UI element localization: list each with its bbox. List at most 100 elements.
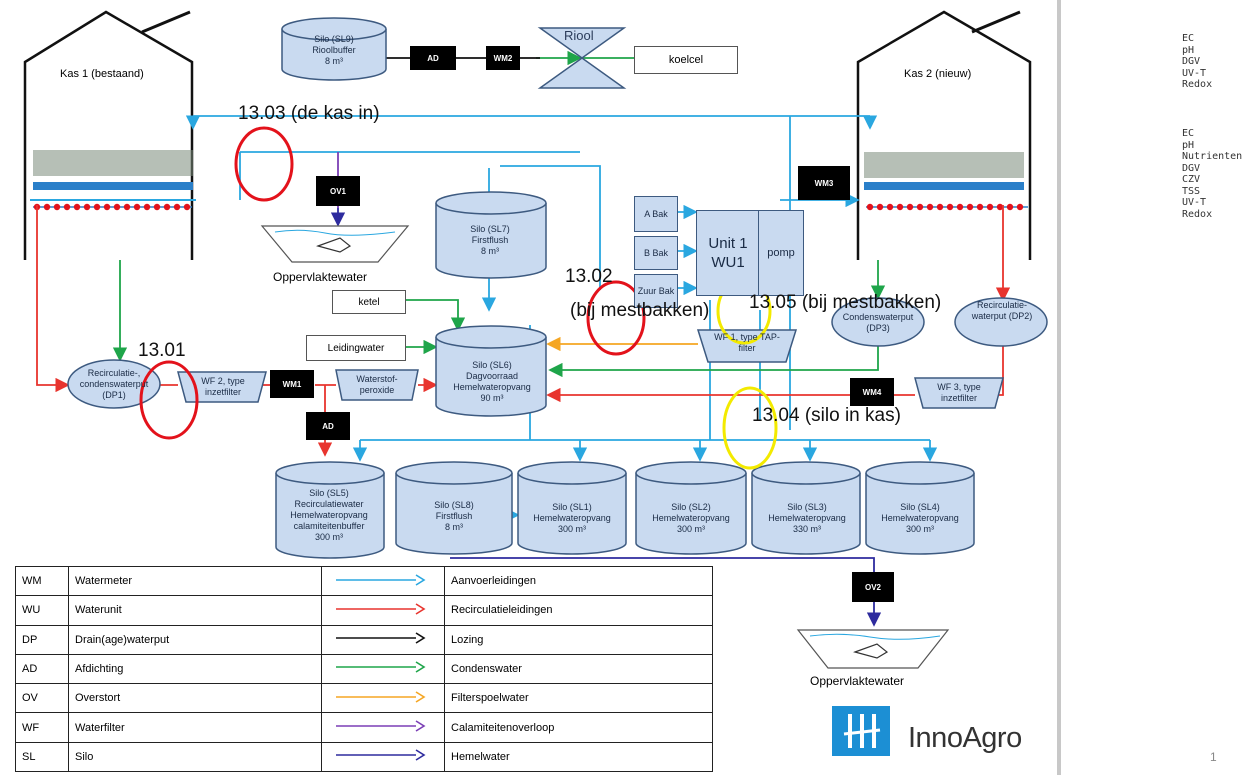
koelcel-box: koelcel — [634, 46, 738, 74]
silo-sl4-line: Hemelwateropvang — [881, 513, 959, 523]
silo-sl6-line: Silo (SL6) — [472, 360, 512, 370]
measure-circle-1303 — [234, 126, 294, 202]
silo-sl6: Silo (SL6) Dagvoorraad Hemelwateropvang … — [440, 360, 544, 404]
wm2-box: WM2 — [486, 46, 520, 70]
silo-sl8-line: Silo (SL8) — [434, 500, 474, 510]
dp2-label: Recirculatie-waterput (DP2) — [971, 300, 1033, 321]
legend-line-type: Aanvoerleidingen — [444, 565, 713, 597]
waterstofperoxide-label: Waterstof-peroxide — [356, 374, 398, 395]
drain-dot — [153, 203, 161, 211]
legend-meaning: Afdichting — [68, 653, 322, 685]
drain-dot — [916, 203, 924, 211]
measure-item: UV-T — [1182, 67, 1207, 79]
silo-sl1-line: Hemelwateropvang — [533, 513, 611, 523]
legend-abbr: WM — [15, 565, 69, 597]
measure-item: DGV — [1182, 162, 1201, 174]
legend-meaning: Waterunit — [68, 595, 322, 626]
silo-sl4-line: 300 m³ — [905, 524, 934, 534]
fish-icon — [853, 643, 889, 659]
silo-sl5-line: 300 m³ — [314, 532, 343, 542]
wf3-label: WF 3, type inzetfilter — [937, 382, 981, 403]
silo-sl7: Silo (SL7) Firstflush 8 m³ — [442, 224, 538, 257]
legend-arrow — [321, 683, 445, 714]
legend-arrow — [321, 595, 445, 626]
legend-arrow-icon — [336, 720, 426, 732]
drain-dots-kas2 — [866, 203, 1028, 211]
drain-dot — [183, 203, 191, 211]
measure-item: pH — [1182, 44, 1195, 56]
fish-icon — [316, 237, 352, 253]
silo-sl4-line: Silo (SL4) — [900, 502, 940, 512]
legend-abbr: OV — [15, 683, 69, 714]
measure-item: UV-T — [1182, 197, 1207, 208]
kas2-label: Kas 2 (nieuw) — [904, 68, 972, 80]
drain-dot — [936, 203, 944, 211]
pomp-box: pomp — [758, 210, 804, 296]
legend-meaning: Silo — [68, 741, 322, 773]
annotation-1304: 13.04 (silo in kas) — [752, 405, 901, 426]
oppervlaktewater-2-label: Oppervlaktewater — [810, 674, 905, 688]
measure-item: pH — [1182, 139, 1195, 151]
rainwater-lines — [330, 208, 882, 627]
drain-dot — [63, 203, 71, 211]
drain-dot — [966, 203, 974, 211]
silo-sl3-line: 330 m³ — [792, 524, 821, 534]
drain-dot — [926, 203, 934, 211]
wf3-shape — [914, 377, 1004, 409]
silo-cylinder-sl5 — [275, 461, 385, 559]
greenhouse-kas2 — [856, 10, 1032, 260]
waterstofperoxide-shape — [335, 369, 419, 401]
measure-item: Redox — [1182, 208, 1213, 220]
silo-sl5: Silo (SL5) Recirculatiewater Hemelwatero… — [276, 488, 382, 543]
wm4-box: WM4 — [850, 378, 894, 406]
silo-sl6-line: 90 m³ — [480, 393, 504, 403]
drain-dot — [976, 203, 984, 211]
silo-cylinder-sl8 — [395, 461, 513, 555]
measure-item: EC — [1182, 128, 1195, 139]
drain-dot — [996, 203, 1004, 211]
drain-dot — [93, 203, 101, 211]
legend-abbr: SL — [15, 741, 69, 773]
silo-sl7-line: Silo (SL7) — [470, 224, 510, 234]
drain-dot — [876, 203, 884, 211]
wf2-shape — [177, 371, 267, 403]
silo-sl1-line: 300 m³ — [557, 524, 586, 534]
kas1-label: Kas 1 (bestaand) — [60, 68, 144, 80]
silo-sl9-line: Silo (SL9) — [314, 34, 354, 44]
dp1-shape — [67, 359, 161, 409]
silo-cylinder-sl6 — [435, 325, 547, 417]
measure-circle-1301 — [139, 360, 199, 440]
wm1-box: WM1 — [270, 370, 314, 398]
legend-line-type: Condenswater — [444, 653, 713, 685]
measure-item: Nutrienten — [1182, 151, 1243, 162]
legend-arrow-icon — [336, 603, 426, 615]
basin-2 — [796, 629, 950, 669]
drain-dot — [83, 203, 91, 211]
innoagro-logo-text: InnoAgro — [908, 722, 1022, 754]
legend-arrow-icon — [336, 661, 426, 674]
legend-arrow-icon — [336, 749, 426, 762]
drain-dot — [133, 203, 141, 211]
riool-valve — [537, 27, 627, 89]
legend-abbr: AD — [15, 653, 69, 685]
silo-sl2-line: Silo (SL2) — [671, 502, 711, 512]
basin-1 — [260, 225, 410, 263]
silo-sl1: Silo (SL1) Hemelwateropvang 300 m³ — [520, 502, 624, 535]
drain-dot — [113, 203, 121, 211]
wm3-box: WM3 — [798, 166, 850, 200]
dp2-shape — [954, 297, 1048, 347]
measure-item: Redox — [1182, 79, 1213, 90]
legend-line-type: Calamiteitenoverloop — [444, 712, 713, 743]
legend-abbr: WU — [15, 595, 69, 626]
legend-arrow — [321, 653, 445, 685]
annotation-1302-line2: (bij mestbakken) — [570, 300, 710, 321]
drain-dot — [163, 203, 171, 211]
silo-sl2: Silo (SL2) Hemelwateropvang 300 m³ — [638, 502, 744, 535]
legend-meaning: Overstort — [68, 683, 322, 714]
silo-sl6-line: Dagvoorraad — [465, 371, 519, 381]
